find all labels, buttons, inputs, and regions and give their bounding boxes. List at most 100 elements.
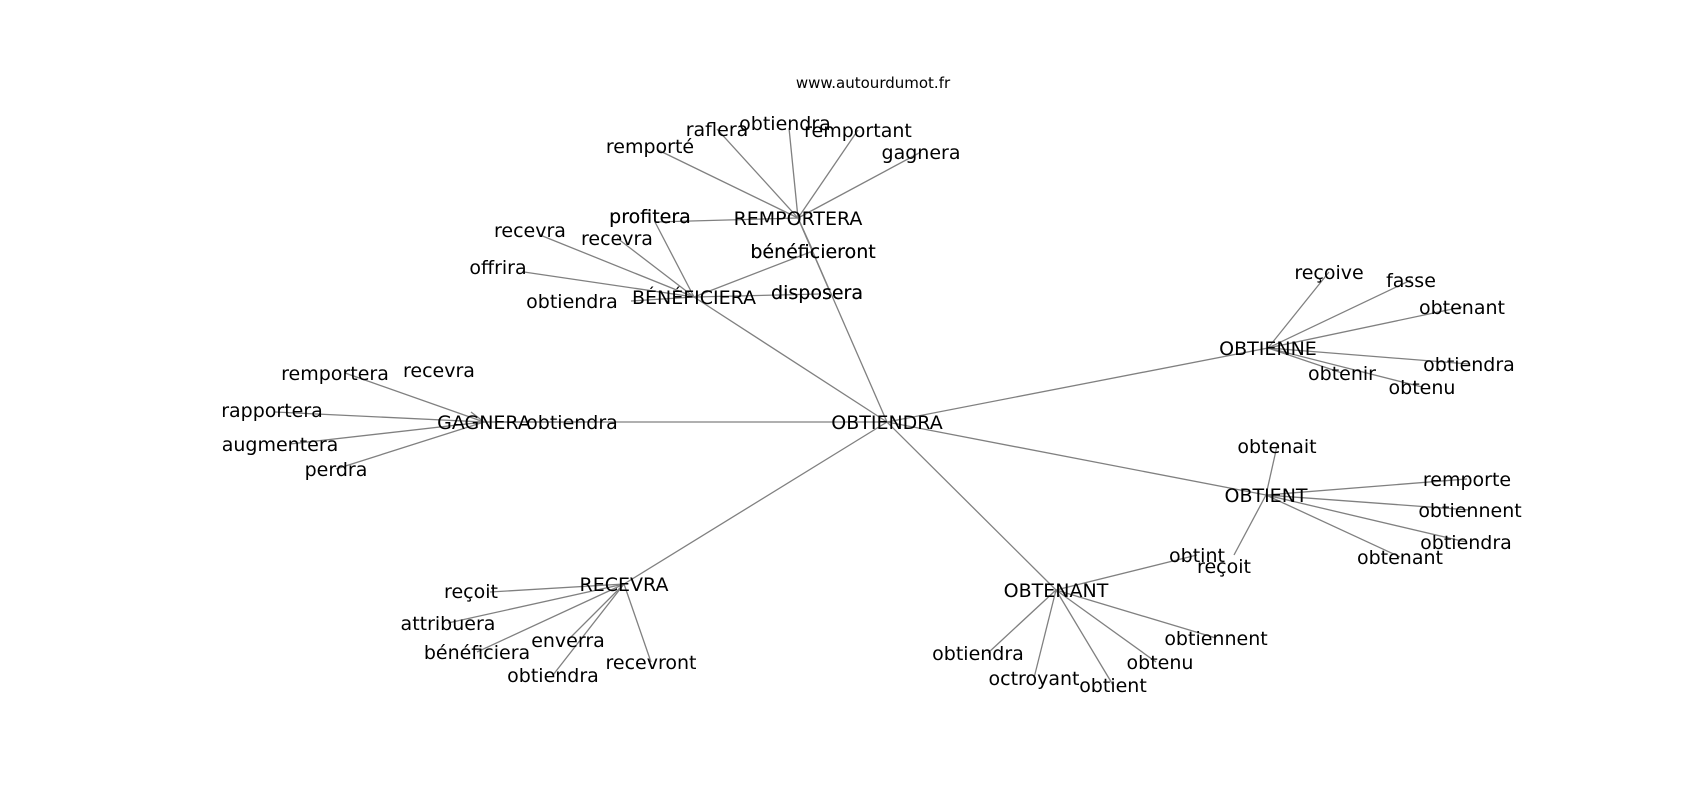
leaf-node: recevra [581, 228, 653, 250]
leaf-node: obtiennent [1418, 500, 1521, 522]
edge-hub-leaf [289, 421, 485, 445]
edge-hub-leaf [1055, 554, 1198, 591]
hub-node: OBTIENT [1224, 485, 1307, 507]
leaf-node: obtenait [1237, 436, 1316, 458]
leaf-node: attribuera [401, 613, 496, 635]
edge-hub-leaf [1265, 494, 1471, 511]
edge-hub-leaf [567, 583, 625, 641]
leaf-node: obtiendra [739, 113, 831, 135]
edge-hub-leaf [1267, 271, 1330, 349]
edge-hub-leaf [523, 271, 695, 298]
edge-hub-leaf [1033, 589, 1057, 679]
leaf-node: bénéficiera [424, 642, 530, 664]
edge-hub-leaf [335, 421, 485, 470]
hub-node: OBTENANT [1004, 580, 1109, 602]
edge-root-hub [886, 347, 1269, 423]
edge-hub-leaf [630, 296, 695, 302]
edge-root-hub [693, 296, 888, 423]
leaf-node: obtiennent [1164, 628, 1267, 650]
leaf-node: obtenant [1419, 297, 1505, 319]
leaf-node: rapportera [221, 400, 323, 422]
leaf-node: bénéficieront [750, 241, 875, 263]
edge-hub-leaf [470, 411, 485, 423]
leaf-node: raflera [686, 119, 749, 141]
leaf-node: obtint [1169, 545, 1225, 567]
leaf-node: reçoive [1294, 262, 1363, 284]
leaf-node: obtiendra [1423, 354, 1515, 376]
edge-hub-leaf [344, 372, 485, 423]
leaf-node: remportant [804, 120, 912, 142]
leaf-node: obtiendra [1420, 532, 1512, 554]
edge-root-hub [886, 421, 1267, 496]
leaf-node: reçoit [444, 581, 498, 603]
leaf-node: obtiendra [507, 665, 599, 687]
leaf-node: recevra [494, 220, 566, 242]
edge-hub-leaf [693, 250, 814, 298]
leaf-node: augmentera [222, 434, 339, 456]
edge-hub-leaf [797, 129, 859, 219]
hub-node: RECEVRA [580, 574, 669, 596]
leaf-node: profitera [609, 206, 691, 228]
edge-root-hub [623, 421, 888, 585]
graph-labels: OBTIENDRAREMPORTERAremportérafleraobtien… [221, 113, 1521, 697]
edge-hub-leaf [476, 583, 625, 653]
leaf-node: remportera [281, 363, 389, 385]
hub-node: REMPORTERA [734, 208, 863, 230]
leaf-node: offrira [469, 257, 526, 279]
edge-hub-leaf [552, 583, 625, 676]
root-node: OBTIENDRA [831, 412, 942, 434]
edge-hub-leaf [654, 217, 799, 223]
edge-hub-leaf [788, 127, 799, 219]
edge-hub-leaf [1265, 478, 1468, 496]
hub-node: GAGNERA [437, 412, 531, 434]
leaf-node: obtenir [1308, 363, 1376, 385]
edge-hub-leaf [1233, 494, 1267, 556]
edge-hub-leaf [654, 221, 695, 298]
edge-hub-leaf [447, 583, 625, 624]
leaf-node: enverra [531, 630, 605, 652]
leaf-node: reçoit [1197, 556, 1251, 578]
source-label: www.autourdumot.fr [796, 74, 951, 92]
leaf-node: disposera [771, 282, 863, 304]
leaf-node: gagnera [882, 142, 961, 164]
leaf-node: profitera [609, 206, 691, 228]
edge-hub-leaf [1267, 347, 1343, 374]
leaf-node: obtiendra [526, 291, 618, 313]
leaf-node: recevra [403, 360, 475, 382]
edge-hub-leaf [1267, 347, 1470, 365]
edge-hub-leaf [1055, 589, 1114, 686]
leaf-node: disposera [771, 282, 863, 304]
leaf-node: obtiendra [932, 643, 1024, 665]
leaf-node: obtiendra [526, 412, 618, 434]
edge-hub-leaf [1055, 589, 1157, 663]
edge-hub-leaf [716, 128, 799, 219]
leaf-node: remporté [606, 136, 694, 158]
edge-hub-leaf [489, 583, 625, 593]
edge-hub-leaf [797, 217, 831, 293]
hub-node: OBTIENNE [1219, 338, 1317, 360]
edge-hub-leaf [1265, 494, 1401, 558]
leaf-node: obtenu [1389, 377, 1456, 399]
leaf-node: recevront [606, 652, 697, 674]
graph-edges [274, 127, 1471, 686]
leaf-node: fasse [1386, 270, 1436, 292]
edge-hub-leaf [1267, 306, 1463, 349]
edge-hub-leaf [623, 583, 652, 663]
edge-hub-leaf [1265, 445, 1278, 496]
leaf-node: perdra [305, 459, 368, 481]
edge-root-hub [886, 421, 1057, 591]
edge-hub-leaf [616, 237, 695, 298]
leaf-node: obtenu [1127, 652, 1194, 674]
leaf-node: obtenant [1357, 547, 1443, 569]
edge-hub-leaf [539, 234, 695, 298]
edge-hub-leaf [274, 411, 485, 423]
leaf-node: obtient [1079, 675, 1147, 697]
hub-node: BÉNÉFICIERA [632, 286, 756, 309]
edge-hub-leaf [693, 293, 821, 298]
leaf-node: octroyant [989, 668, 1080, 690]
edge-hub-leaf [987, 589, 1057, 654]
edge-hub-leaf [797, 151, 922, 219]
edge-hub-leaf [1265, 494, 1467, 543]
edge-hub-leaf [1267, 279, 1412, 349]
